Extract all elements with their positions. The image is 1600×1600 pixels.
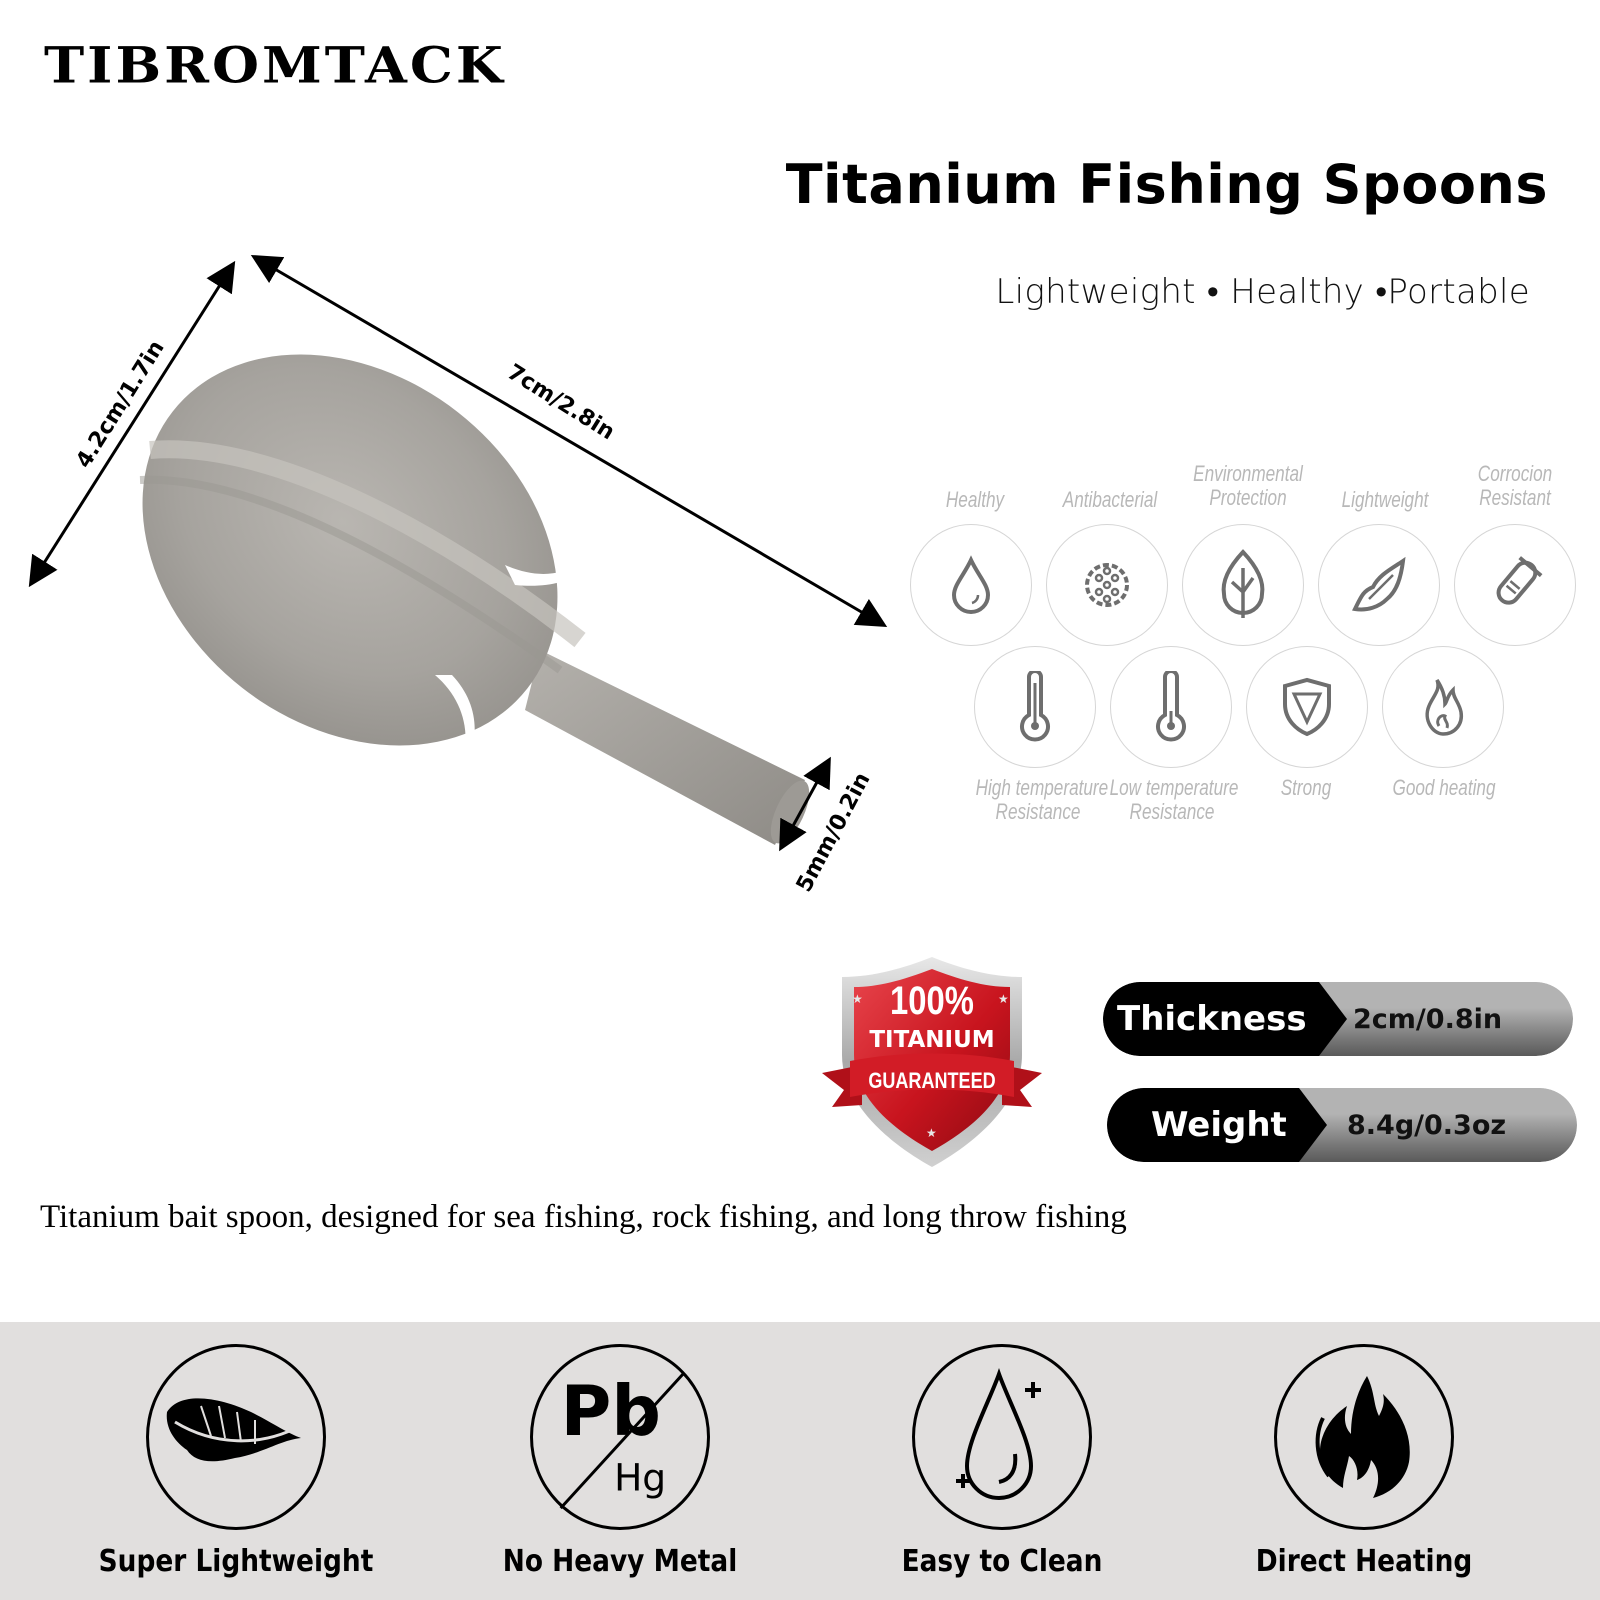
flame-icon — [1425, 679, 1464, 736]
bottom-feature-easy-to-clean: Easy to Clean — [812, 1322, 1192, 1600]
width-dimension-arrow — [28, 260, 236, 588]
spec-value: 8.4g/0.3oz — [1347, 1109, 1507, 1141]
water-drop-icon — [951, 555, 991, 614]
svg-text:★: ★ — [926, 1126, 937, 1140]
test-tube-icon — [1496, 556, 1543, 605]
svg-text:Hg: Hg — [614, 1455, 666, 1499]
feature-strong — [1246, 646, 1368, 768]
page-title: Titanium Fishing Spoons — [785, 153, 1548, 216]
thermometer-high-icon — [1020, 671, 1050, 742]
spoon-handle — [525, 650, 810, 845]
feature-label: Strong — [1280, 775, 1332, 800]
feature-corrosion-resistant — [1454, 524, 1576, 646]
badge-ribbon-text: GUARANTEED — [868, 1068, 996, 1093]
feature-environmental-protection — [1182, 524, 1304, 646]
bottom-feature-label: Easy to Clean — [901, 1544, 1103, 1579]
badge-material: TITANIUM — [869, 1027, 995, 1053]
feature-label: Environmental Protection — [1193, 461, 1303, 511]
titanium-guarantee-badge: ★ ★ ★ 100% TITANIUM GUARANTEED — [822, 955, 1042, 1170]
svg-text:★: ★ — [852, 992, 863, 1006]
feature-good-heating — [1382, 646, 1504, 768]
badge-percent: 100% — [890, 979, 974, 1023]
spec-label: Weight — [1151, 1105, 1287, 1145]
feature-antibacterial — [1046, 524, 1168, 646]
bottom-feature-direct-heating: Direct Heating — [1174, 1322, 1554, 1600]
bottom-feature-label: Super Lightweight — [98, 1544, 374, 1579]
diameter-dimension-arrow — [779, 756, 831, 852]
bottom-feature-super-lightweight: Super Lightweight — [46, 1322, 426, 1600]
feature-label: Healthy — [945, 487, 1005, 512]
thermometer-low-icon — [1156, 671, 1186, 742]
brand-logo: TIBROMTACK — [44, 35, 506, 95]
water-drop-sparkle-icon — [956, 1368, 1041, 1500]
spec-weight: Weight 8.4g/0.3oz — [1107, 1088, 1577, 1162]
feature-low-temperature-resistance — [1110, 646, 1232, 768]
product-image: 4.2cm/1.7in 7cm/2.8in 5mm/0.2in — [20, 250, 900, 930]
feature-label: Lightweight — [1341, 487, 1429, 512]
product-description: Titanium bait spoon, designed for sea fi… — [40, 1199, 1127, 1235]
feature-label: Low temperature Resistance — [1109, 775, 1239, 825]
bottom-feature-label: Direct Heating — [1255, 1544, 1473, 1579]
spec-label: Thickness — [1117, 999, 1307, 1039]
feather-icon — [166, 1398, 308, 1462]
feature-label: High temperature Resistance — [975, 775, 1109, 825]
feature-label: Antibacterial — [1062, 487, 1158, 512]
bottom-features-panel: Super Lightweight Pb Hg No Heavy Metal E… — [0, 1322, 1600, 1600]
svg-text:Pb: Pb — [561, 1372, 661, 1452]
spoon-illustration — [28, 254, 888, 852]
feature-high-temperature-resistance — [974, 646, 1096, 768]
feather-icon — [1351, 556, 1406, 612]
bottom-feature-label: No Heavy Metal — [502, 1544, 738, 1579]
fire-icon — [1315, 1376, 1410, 1498]
page-subtitle: Lightweight • Healthy •Portable — [995, 272, 1530, 312]
virus-icon — [1085, 563, 1129, 607]
svg-text:★: ★ — [998, 992, 1009, 1006]
bottom-feature-no-heavy-metal: Pb Hg No Heavy Metal — [430, 1322, 810, 1600]
leaf-icon — [1221, 549, 1265, 618]
no-lead-mercury-icon: Pb Hg — [559, 1372, 685, 1510]
spec-thickness: Thickness 2cm/0.8in — [1103, 982, 1573, 1056]
feature-lightweight — [1318, 524, 1440, 646]
shield-icon — [1283, 677, 1331, 737]
feature-label: Corrocion Resistant — [1477, 461, 1553, 511]
length-dimension-arrow — [250, 254, 888, 628]
spec-value: 2cm/0.8in — [1353, 1003, 1503, 1035]
feature-label: Good heating — [1392, 775, 1496, 800]
feature-healthy — [910, 524, 1032, 646]
